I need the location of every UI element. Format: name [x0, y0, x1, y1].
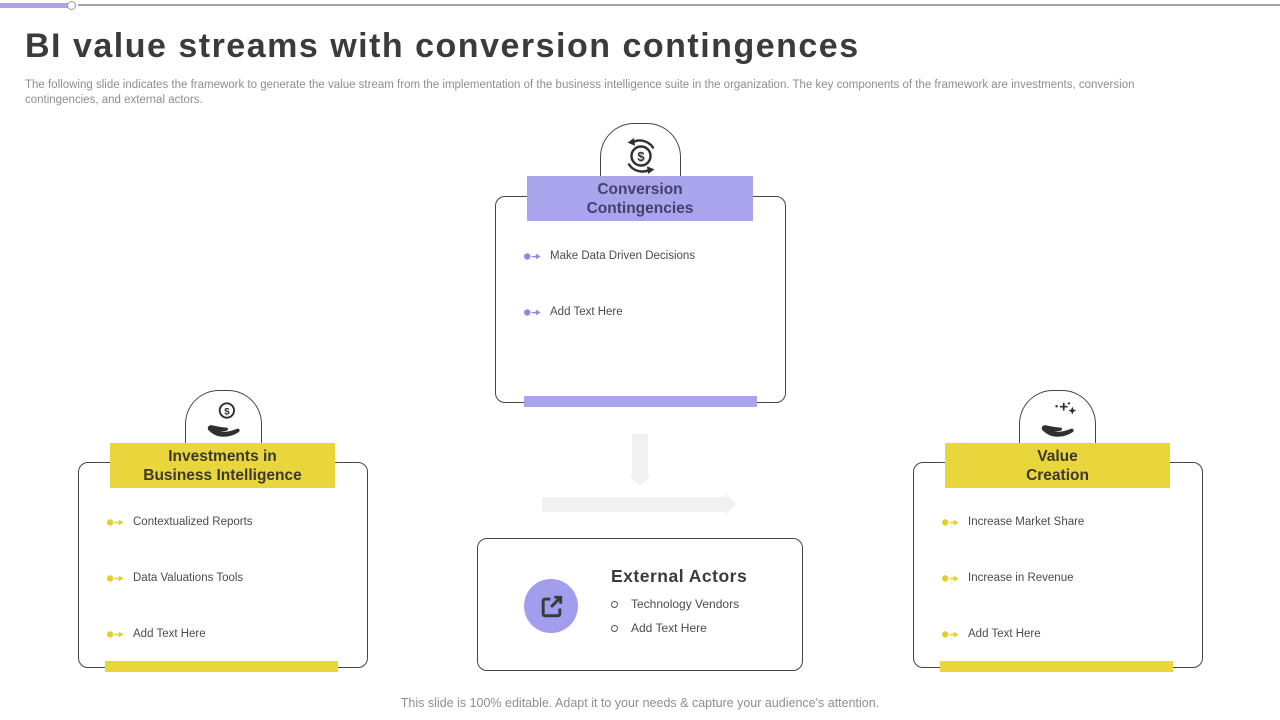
external-actors-title: External Actors [611, 566, 748, 586]
flow-arrow-right [542, 497, 725, 512]
list-item-label: Contextualized Reports [133, 516, 253, 528]
list-item-label: Add Text Here [631, 621, 707, 635]
list-item: Increase in Revenue [942, 572, 1202, 584]
svg-text:$: $ [637, 149, 645, 164]
value-creation-card-items: Increase Market Share Increase in Revenu… [914, 516, 1202, 640]
top-progress-track [78, 4, 1280, 6]
list-item: Technology Vendors [611, 597, 747, 611]
dot-arrow-bullet-icon [107, 630, 124, 638]
list-item: Increase Market Share [942, 516, 1202, 528]
value-creation-card-accent-bar [940, 661, 1173, 672]
list-item: Contextualized Reports [107, 516, 367, 528]
investments-card-items: Contextualized Reports Data Valuations T… [79, 516, 367, 640]
investments-card-tab: $ [185, 390, 262, 448]
page-title: BI value streams with conversion conting… [25, 27, 860, 65]
dot-arrow-bullet-icon [524, 308, 541, 316]
circle-bullet-icon [611, 600, 618, 608]
investments-card-accent-bar [105, 661, 338, 672]
card-title-line: Value [1037, 447, 1078, 465]
top-progress-fill [0, 3, 70, 8]
card-title-line: Conversion [597, 180, 683, 198]
dot-arrow-bullet-icon [942, 630, 959, 638]
currency-conversion-icon: $ [627, 138, 654, 174]
investments-card: Contextualized Reports Data Valuations T… [78, 462, 368, 668]
external-actors-box: External Actors Technology Vendors Add T… [477, 538, 803, 671]
flow-arrow-right-head [725, 493, 737, 515]
dot-arrow-bullet-icon [107, 574, 124, 582]
dot-arrow-bullet-icon [942, 518, 959, 526]
conversion-card-items: Make Data Driven Decisions Add Text Here [496, 250, 785, 318]
conversion-card-accent-bar [524, 396, 757, 407]
list-item-label: Data Valuations Tools [133, 572, 244, 584]
external-actors-icon-badge [524, 579, 578, 633]
value-creation-card: Increase Market Share Increase in Revenu… [913, 462, 1203, 668]
list-item[interactable]: Add Text Here [942, 628, 1202, 640]
conversion-card-header: Conversion Contingencies [527, 176, 753, 221]
list-item-label: Increase in Revenue [968, 572, 1074, 584]
value-creation-card-header: Value Creation [945, 443, 1170, 488]
list-item[interactable]: Add Text Here [611, 621, 747, 635]
list-item-label: Add Text Here [968, 628, 1041, 640]
list-item: Data Valuations Tools [107, 572, 367, 584]
editable-note: This slide is 100% editable. Adapt it to… [400, 696, 880, 710]
conversion-card-tab: $ [600, 123, 681, 181]
page-subtitle: The following slide indicates the framew… [25, 79, 1135, 106]
flow-arrow-down [632, 434, 648, 476]
list-item[interactable]: Add Text Here [107, 628, 367, 640]
list-item-label: Add Text Here [550, 306, 623, 318]
value-creation-card-tab [1019, 390, 1096, 448]
list-item-label: Increase Market Share [968, 516, 1085, 528]
card-title-line: Investments in [168, 447, 277, 465]
card-title-line: Business Intelligence [143, 466, 302, 484]
svg-text:$: $ [224, 406, 230, 417]
external-actors-items: Technology Vendors Add Text Here [611, 597, 747, 635]
dot-arrow-bullet-icon [524, 252, 541, 260]
dot-arrow-bullet-icon [942, 574, 959, 582]
top-progress-knob[interactable] [67, 1, 76, 10]
conversion-card: Make Data Driven Decisions Add Text Here [495, 196, 786, 403]
card-title-line: Creation [1026, 466, 1089, 484]
list-item: Make Data Driven Decisions [524, 250, 785, 262]
list-item[interactable]: Add Text Here [524, 306, 785, 318]
list-item-label: Make Data Driven Decisions [550, 250, 696, 262]
dot-arrow-bullet-icon [107, 518, 124, 526]
card-title-line: Contingencies [586, 199, 694, 217]
flow-arrow-down-head [629, 476, 651, 486]
hand-coin-icon: $ [207, 402, 240, 437]
list-item-label: Add Text Here [133, 628, 206, 640]
external-link-icon [541, 595, 562, 617]
hand-sparkle-icon [1041, 402, 1076, 437]
circle-bullet-icon [611, 624, 618, 632]
list-item-label: Technology Vendors [631, 597, 740, 611]
investments-card-header: Investments in Business Intelligence [110, 443, 335, 488]
